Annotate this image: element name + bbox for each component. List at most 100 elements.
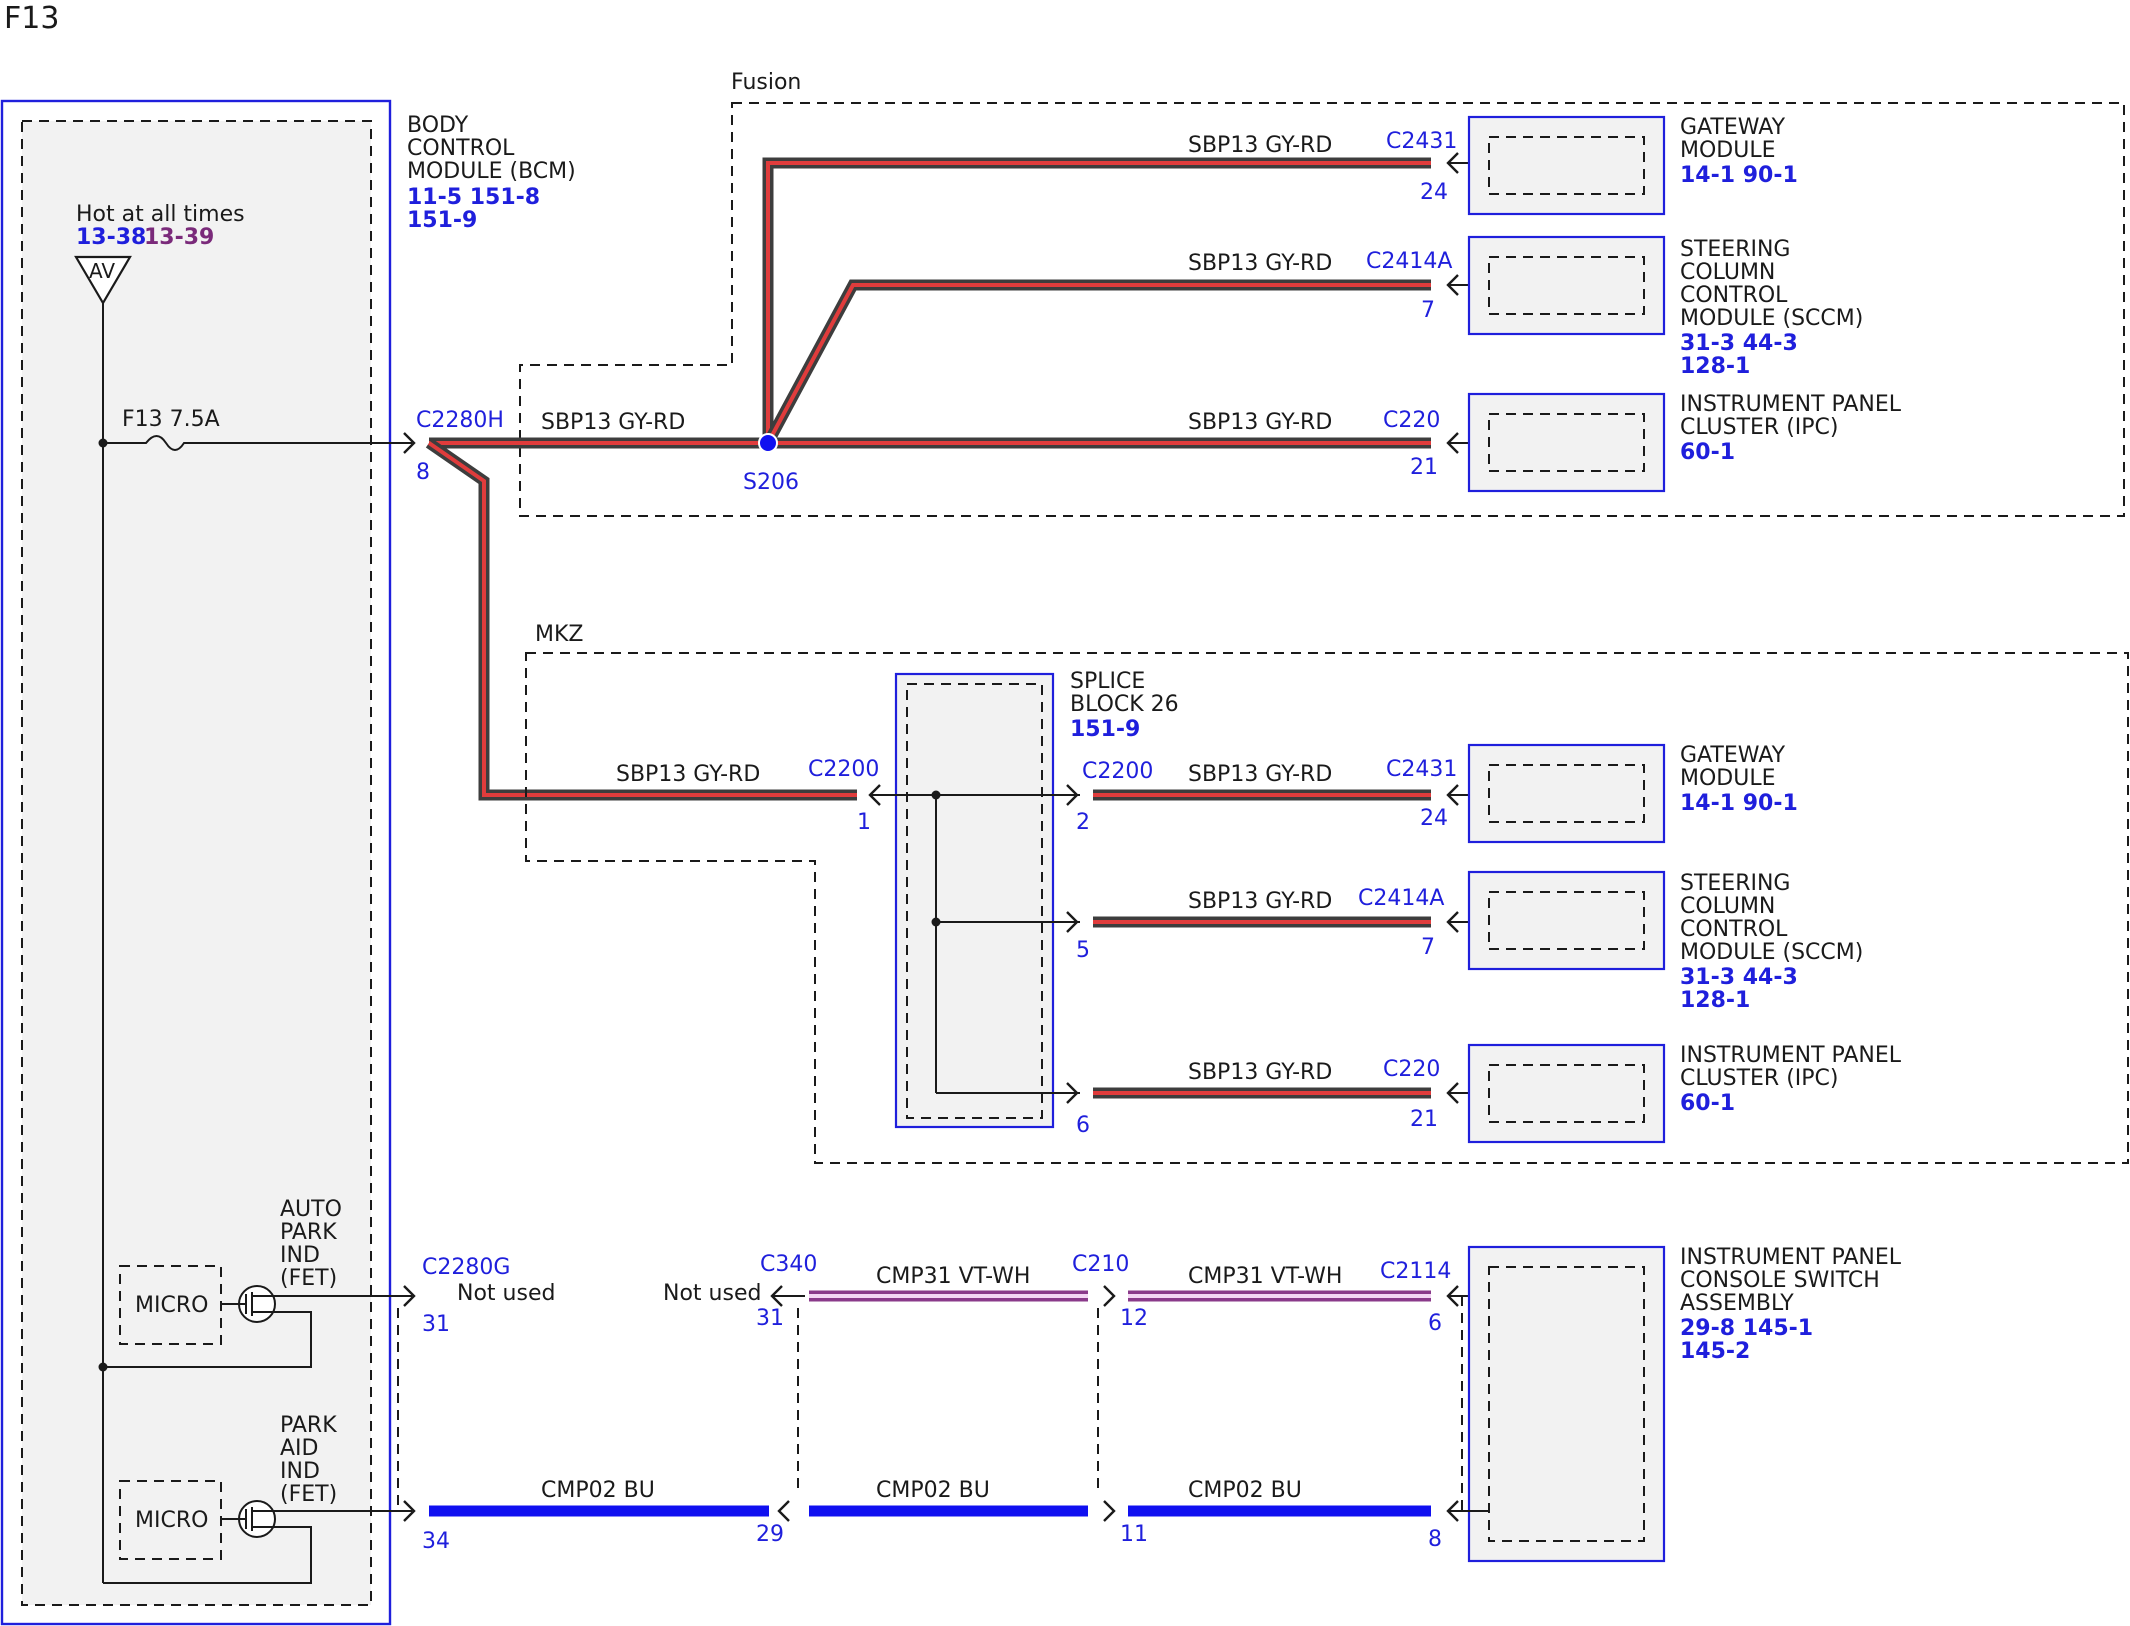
fusion-sccm-label-4: MODULE (SCCM) — [1680, 306, 1863, 331]
park-aid-c340-arrow-icon — [777, 1500, 790, 1522]
fusion-group-border — [519, 102, 2125, 517]
fusion-ipc-refs[interactable]: 60-1 — [1680, 440, 1735, 465]
bcm-label-line-3: MODULE (BCM) — [407, 159, 576, 184]
fusion-ipc-connector[interactable]: C220 — [1383, 408, 1440, 433]
supply-ref-13-38[interactable]: 13-38 — [76, 225, 146, 250]
mkz-sccm-refs-1[interactable]: 31-3 44-3 — [1680, 965, 1798, 990]
fusion-sccm-label-1: STEERING — [1680, 237, 1790, 262]
mkz-sccm-pin: 7 — [1421, 935, 1435, 960]
mkz-ipc-refs[interactable]: 60-1 — [1680, 1091, 1735, 1116]
mkz-gw-label-1: GATEWAY — [1680, 743, 1786, 768]
mkz-in-connector[interactable]: C2200 — [808, 757, 879, 782]
park-aid-c210-pin-11: 11 — [1120, 1522, 1148, 1547]
mkz-in-pin: 1 — [857, 810, 871, 835]
supply-ref-13-39[interactable]: 13-39 — [144, 225, 214, 250]
c340-connector[interactable]: C340 — [760, 1252, 817, 1277]
mkz-gw-connector[interactable]: C2431 — [1386, 757, 1457, 782]
c2280g-connector[interactable]: C2280G — [422, 1255, 510, 1280]
ipcsa-label-2: CONSOLE SWITCH — [1680, 1268, 1880, 1293]
mkz-gw-module[interactable] — [1467, 743, 1666, 844]
page-title: F13 — [4, 1, 59, 36]
cmp02-wire-label-2: CMP02 BU — [876, 1478, 990, 1503]
bcm-module-inner — [21, 120, 372, 1606]
c210-arrow-icon — [1103, 1285, 1116, 1307]
av-label: AV — [89, 259, 115, 283]
fusion-sccm-refs-2[interactable]: 128-1 — [1680, 354, 1750, 379]
splice-block-label-2: BLOCK 26 — [1070, 692, 1179, 717]
mkz-gw-out-pin: 2 — [1076, 810, 1090, 835]
park-aid-label-3: IND — [280, 1459, 320, 1484]
c2280h-connector[interactable]: C2280H — [416, 408, 504, 433]
ipcsa-module[interactable] — [1467, 1245, 1666, 1563]
fuse-label: F13 7.5A — [122, 407, 220, 432]
cmp02-wire-label-1: CMP02 BU — [541, 1478, 655, 1503]
c210-connector[interactable]: C210 — [1072, 1252, 1129, 1277]
fusion-ipc-wire-label: SBP13 GY-RD — [1188, 410, 1332, 435]
park-aid-label-2: AID — [280, 1436, 318, 1461]
park-aid-c340-pin-29: 29 — [756, 1522, 784, 1547]
fusion-sccm-label-3: CONTROL — [1680, 283, 1788, 308]
mkz-gw-label-2: MODULE — [1680, 766, 1776, 791]
splice-block-26[interactable] — [894, 672, 1055, 1129]
s206-label[interactable]: S206 — [743, 470, 799, 495]
splice-internal-bus — [870, 790, 1080, 1094]
mkz-sccm-connector[interactable]: C2414A — [1358, 886, 1444, 911]
mkz-ipc-module[interactable] — [1467, 1043, 1666, 1144]
fusion-gw-refs[interactable]: 14-1 90-1 — [1680, 163, 1798, 188]
mkz-ipc-label-1: INSTRUMENT PANEL — [1680, 1043, 1902, 1068]
cmp31-wire-label-2: CMP31 VT-WH — [1188, 1264, 1342, 1289]
mkz-gw-refs[interactable]: 14-1 90-1 — [1680, 791, 1798, 816]
mkz-ipc-connector[interactable]: C220 — [1383, 1057, 1440, 1082]
c340-pin-31: 31 — [756, 1306, 784, 1331]
mkz-ipc-out-pin: 6 — [1076, 1113, 1090, 1138]
park-aid-bcm-pin-34: 34 — [422, 1529, 450, 1554]
c2114-connector[interactable]: C2114 — [1380, 1259, 1451, 1284]
fusion-sccm-wire-label: SBP13 GY-RD — [1188, 251, 1332, 276]
mkz-sccm-module[interactable] — [1467, 870, 1666, 971]
fusion-sccm-label-2: COLUMN — [1680, 260, 1775, 285]
mkz-group-border — [525, 652, 2129, 1164]
fusion-sccm-refs-1[interactable]: 31-3 44-3 — [1680, 331, 1798, 356]
ipcsa-refs-1[interactable]: 29-8 145-1 — [1680, 1316, 1813, 1341]
park-aid-fet-wiring — [103, 1510, 412, 1584]
park-aid-label-1: PARK — [280, 1413, 337, 1438]
fusion-gw-label-2: MODULE — [1680, 138, 1776, 163]
bcm-refs-1[interactable]: 11-5 151-8 — [407, 185, 540, 210]
c340-not-used: Not used — [663, 1281, 761, 1306]
c210-pin-12: 12 — [1120, 1306, 1148, 1331]
fusion-ipc-module[interactable] — [1467, 392, 1666, 493]
av-supply-icon — [74, 255, 132, 306]
fusion-sccm-module[interactable] — [1467, 235, 1666, 336]
fusion-gw-module[interactable] — [1467, 115, 1666, 216]
auto-park-fet-wiring — [103, 1295, 412, 1368]
ipcsa-label-1: INSTRUMENT PANEL — [1680, 1245, 1902, 1270]
auto-park-label-2: PARK — [280, 1220, 337, 1245]
mkz-sccm-refs-2[interactable]: 128-1 — [1680, 988, 1750, 1013]
cmp02-wire-label-3: CMP02 BU — [1188, 1478, 1302, 1503]
park-aid-label-4: (FET) — [280, 1482, 337, 1507]
auto-park-label-4: (FET) — [280, 1266, 337, 1291]
mkz-in-wire-label: SBP13 GY-RD — [616, 762, 760, 787]
fusion-sccm-connector[interactable]: C2414A — [1366, 249, 1452, 274]
s206-splice-point[interactable] — [758, 433, 778, 453]
ipcsa-refs-2[interactable]: 145-2 — [1680, 1339, 1750, 1364]
bcm-refs-2[interactable]: 151-9 — [407, 208, 477, 233]
cmp31-wire-label-1: CMP31 VT-WH — [876, 1264, 1030, 1289]
fusion-sccm-pin: 7 — [1421, 298, 1435, 323]
mkz-ipc-label-2: CLUSTER (IPC) — [1680, 1066, 1839, 1091]
park-aid-c210-arrow-icon — [1103, 1500, 1116, 1522]
auto-park-micro-label: MICRO — [135, 1293, 208, 1318]
fusion-gw-connector[interactable]: C2431 — [1386, 129, 1457, 154]
mkz-out-connector[interactable]: C2200 — [1082, 759, 1153, 784]
park-aid-c2114-pin-8: 8 — [1428, 1527, 1442, 1552]
mkz-ipc-wire-label: SBP13 GY-RD — [1188, 1060, 1332, 1085]
park-aid-micro-label: MICRO — [135, 1508, 208, 1533]
splice-block-ref[interactable]: 151-9 — [1070, 717, 1140, 742]
mkz-wires — [1093, 789, 1431, 1099]
mkz-gw-wire-label: SBP13 GY-RD — [1188, 762, 1332, 787]
bcm-label-line-2: CONTROL — [407, 136, 515, 161]
c2280g-not-used: Not used — [457, 1281, 555, 1306]
fusion-gw-wire-label: SBP13 GY-RD — [1188, 133, 1332, 158]
fuse-icon — [103, 435, 412, 451]
